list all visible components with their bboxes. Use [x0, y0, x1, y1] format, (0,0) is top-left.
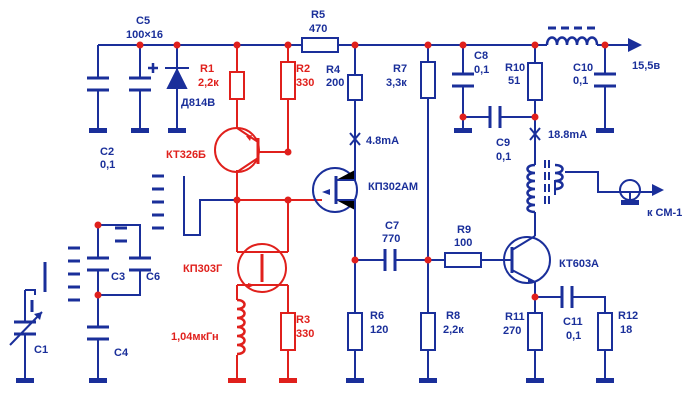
- label-output-voltage: 15,5в: [632, 60, 660, 72]
- r2-body: [280, 61, 296, 100]
- label-r2-value: 330: [296, 77, 314, 89]
- transistor-kt603-icon: [503, 235, 551, 284]
- ground-symbols: [16, 128, 639, 383]
- red-wires: [236, 45, 322, 378]
- current-point-1-icon: [349, 132, 361, 146]
- wires: [24, 44, 653, 378]
- variometer-plates-icon: [30, 174, 164, 312]
- label-c2-value: 0,1: [100, 159, 115, 171]
- transistor-kt326-icon: [214, 127, 260, 173]
- label-c3: C3: [111, 271, 125, 283]
- r11-body: [527, 312, 543, 351]
- junction-nodes: [94, 41, 609, 301]
- label-c9: C9: [496, 137, 510, 149]
- label-r7-value: 3,3к: [386, 77, 407, 89]
- r8-body: [420, 312, 436, 351]
- label-c7-value: 770: [382, 233, 400, 245]
- r3-body: [280, 312, 296, 351]
- r5-body: [301, 37, 339, 53]
- r9-body: [444, 252, 482, 268]
- label-r3: R3: [296, 314, 310, 326]
- label-r6-value: 120: [370, 324, 388, 336]
- label-c8-value: 0,1: [474, 64, 489, 76]
- label-inductor: 1,04мкГн: [171, 331, 219, 343]
- c1-arrowhead-icon: [34, 312, 42, 320]
- label-r10-value: 51: [508, 75, 520, 87]
- label-kp303: КП303Г: [183, 263, 223, 275]
- r4-body: [347, 74, 363, 101]
- resistors: [229, 37, 613, 351]
- label-r12-value: 18: [620, 324, 632, 336]
- label-c10: C10: [573, 62, 593, 74]
- label-kt326: КТ326Б: [166, 149, 206, 161]
- label-r7: R7: [393, 63, 407, 75]
- label-r11-value: 270: [503, 325, 521, 337]
- label-d814: Д814В: [181, 97, 215, 109]
- label-r5-value: 470: [309, 23, 327, 35]
- r6-body: [347, 312, 363, 351]
- label-r1: R1: [200, 63, 214, 75]
- coax-connector-icon: [619, 179, 664, 201]
- label-c2: C2: [100, 146, 114, 158]
- transistor-kp303-icon: [237, 243, 288, 293]
- label-r5: R5: [311, 9, 325, 21]
- transformer-core-dashes: [544, 160, 550, 204]
- c1-variable-arrow-icon: [9, 311, 43, 346]
- label-c5: C5: [136, 15, 150, 27]
- label-r8-value: 2,2к: [443, 324, 464, 336]
- label-c6: C6: [146, 271, 160, 283]
- label-c11-value: 0,1: [566, 330, 581, 342]
- label-r4-value: 200: [326, 77, 344, 89]
- label-c4: C4: [114, 347, 129, 359]
- zener-diode-icon: [165, 67, 189, 89]
- label-r1-value: 2,2к: [198, 77, 219, 89]
- label-r9: R9: [457, 224, 471, 236]
- inductor-l-top-icon: [545, 36, 599, 46]
- label-current-1: 4.8mA: [366, 135, 399, 147]
- label-r6: R6: [370, 310, 384, 322]
- label-current-2: 18.8mA: [548, 129, 587, 141]
- label-kp302: КП302АМ: [368, 181, 418, 193]
- label-to-mixer: к СМ-1: [647, 207, 682, 219]
- label-r9-value: 100: [454, 237, 472, 249]
- label-r12: R12: [618, 310, 638, 322]
- label-c5-value: 100×16: [126, 29, 163, 41]
- red-labels: R1 2,2к R2 330 КТ326Б КП303Г 1,04мкГн R3…: [166, 63, 314, 343]
- r12-body: [597, 312, 613, 351]
- output-arrow-icon: [628, 38, 642, 52]
- transistor-kp302-icon: [312, 167, 358, 213]
- r7-body: [420, 61, 436, 99]
- label-c10-value: 0,1: [573, 75, 588, 87]
- current-point-2-icon: [529, 127, 541, 141]
- label-c9-value: 0,1: [496, 151, 511, 163]
- blue-labels: C5 100×16 R5 470 R4 200 R7 3,3к C8 0,1 R…: [34, 9, 682, 359]
- label-r2: R2: [296, 63, 310, 75]
- label-c1: C1: [34, 344, 48, 356]
- label-c11: C11: [563, 316, 583, 328]
- label-c7: C7: [385, 220, 399, 232]
- inductor-ind-icon: [236, 298, 246, 356]
- r10-body: [527, 62, 543, 101]
- c5-plus-sign: [148, 63, 158, 73]
- output-transformer-icon: [526, 163, 564, 214]
- capacitor-plates: [14, 72, 616, 341]
- label-r3-value: 330: [296, 328, 314, 340]
- label-r11: R11: [505, 311, 525, 323]
- label-r8: R8: [446, 310, 460, 322]
- label-c8: C8: [474, 50, 488, 62]
- r1-body: [229, 71, 245, 100]
- label-r10: R10: [505, 62, 525, 74]
- label-r4: R4: [326, 64, 341, 76]
- label-kt603: КТ603А: [559, 258, 599, 270]
